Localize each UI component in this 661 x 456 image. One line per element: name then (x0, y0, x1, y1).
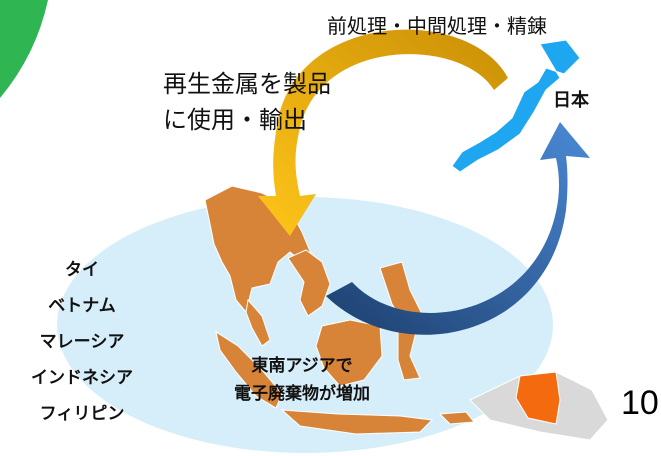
reuse-label-line-2: に使用・輸出 (163, 106, 307, 134)
country-thailand: タイ (65, 260, 99, 280)
new-guinea-map (469, 371, 609, 441)
japan-label: 日本 (553, 90, 589, 111)
reuse-label-line-1: 再生金属を製品 (163, 70, 331, 98)
southeast-asia-label: 東南アジアで 電子廃棄物が増加 (178, 352, 426, 408)
reuse-export-label: 再生金属を製品 に使用・輸出 (163, 66, 331, 138)
green-badge-shape (0, 0, 48, 98)
processing-label: 前処理・中間処理・精錬 (327, 14, 547, 38)
region-ellipse (57, 197, 553, 453)
country-indonesia: インドネシア (31, 368, 133, 388)
country-list: タイ ベトナム マレーシア インドネシア フィリピン (6, 252, 158, 432)
southeast-asia-line-1: 東南アジアで (251, 356, 353, 376)
country-malaysia: マレーシア (39, 332, 125, 352)
page-number: 10 (621, 384, 659, 422)
country-philippines: フィリピン (39, 404, 125, 424)
country-vietnam: ベトナム (48, 296, 116, 316)
reuse-flow-arrow (258, 29, 508, 236)
southeast-asia-line-2: 電子廃棄物が増加 (234, 384, 370, 404)
southeast-asia-map (204, 185, 475, 435)
japan-map (451, 39, 581, 173)
export-flow-arrow (326, 122, 590, 335)
